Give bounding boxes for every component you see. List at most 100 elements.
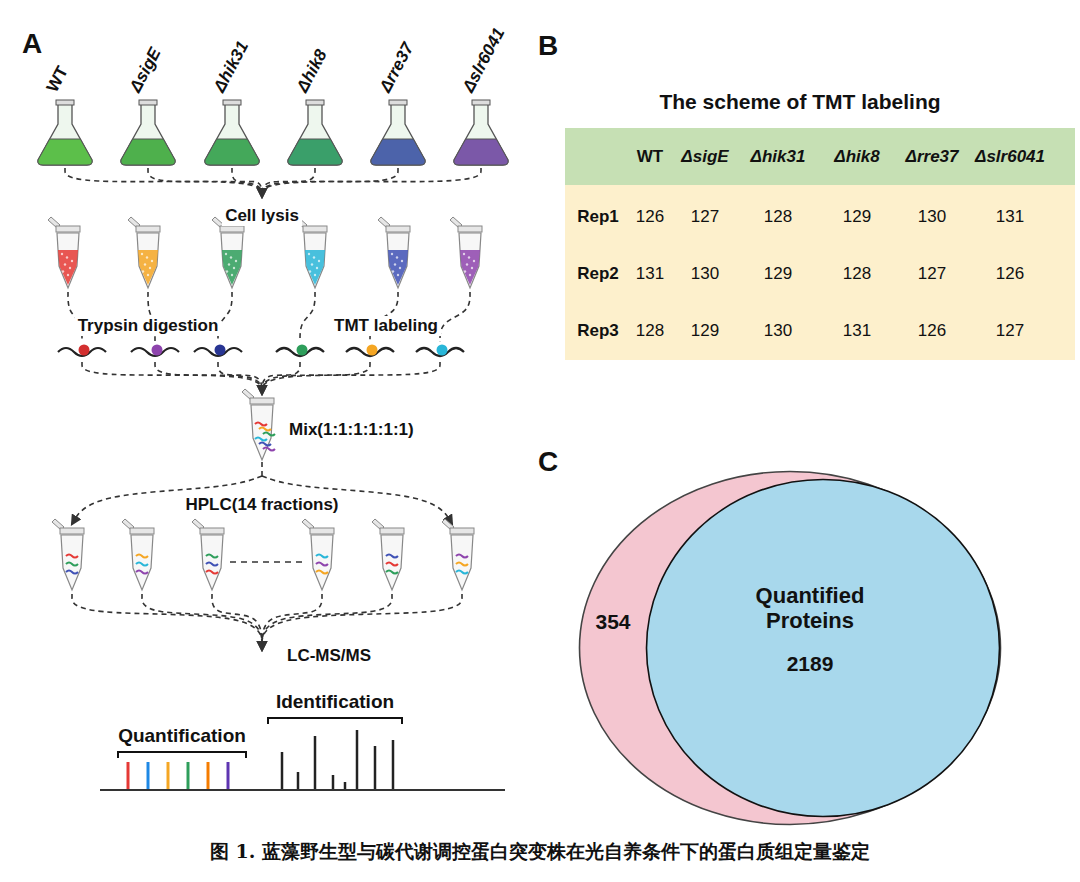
step-label: TMT labeling [331,316,441,336]
dashed-flow-line [262,594,462,650]
peptide-icon [416,345,464,357]
fraction-tube [372,519,404,590]
dashed-flow-line [262,168,481,197]
step-label: Mix(1:1:1:1:1:1) [286,420,417,440]
cell-text: Δhik31 [751,147,806,167]
figure-caption: 图 1. 蓝藻野生型与碳代谢调控蛋白突变株在光自养条件下的蛋白质组定量鉴定 [210,841,870,863]
dashed-flow-line [262,168,398,197]
flask-icon [454,100,508,165]
dashed-flow-line [261,462,263,476]
table-header-band: WT ΔsigE Δhik31 Δhik8 Δrre37 Δslr6041 [565,128,1075,185]
cell-text: 129 [843,207,871,227]
cell-text: WT [637,147,663,167]
cell-text: 130 [764,321,792,341]
bracket [118,752,246,758]
cell-text: Rep2 [577,264,619,284]
step-label: LC-MS/MS [284,646,374,666]
dashed-flow-line [72,594,262,650]
fraction-tube [302,519,334,590]
cell-text: Δhik8 [834,147,879,167]
lysate-tube [128,217,160,288]
cell-text: 127 [996,321,1024,341]
venn-outline [580,472,1001,825]
dashed-flow-line [65,168,262,197]
dashed-flow-line [300,292,315,342]
cell-text: Δrre37 [905,147,958,167]
cell-text: 129 [764,264,792,284]
cell-text: Quantified Proteins [725,583,895,634]
fraction-tube [442,519,474,590]
dashed-flow-line [218,362,262,394]
cell-text: 127 [918,264,946,284]
cell-text: 129 [691,321,719,341]
step-label: Trypsin digestion [75,316,222,336]
dashed-flow-line [262,594,322,650]
peptide-icon [58,345,106,357]
strain-label: Δrre37 [376,40,418,96]
cell-text: 126 [918,321,946,341]
cell-text: 128 [843,264,871,284]
strain-label: WT [43,63,73,96]
cell-text: 128 [636,321,664,341]
strain-label: Δhik8 [293,47,332,96]
cell-text: Rep3 [577,321,619,341]
dashed-flow-line [440,292,470,342]
cell-text: ΔsigE [681,147,728,167]
table-body-band: Rep1126127128129130131Rep213113012912812… [565,185,1075,360]
panel-letter: C [538,446,558,478]
lysate-tube [212,217,244,288]
venn-circle [645,478,1001,818]
spectrum-label: Quantification [118,725,246,747]
cell-text: 127 [691,207,719,227]
cell-text: 2189 [787,652,834,676]
cell-text: Rep1 [577,207,619,227]
dashed-flow-line [232,168,262,197]
cell-text: 126 [996,264,1024,284]
peptide-icon [194,345,242,357]
venn-quantified: Quantified Proteins 2189 [645,478,1001,818]
bracket [268,718,402,724]
step-label: Cell lysis [222,206,302,226]
cell-text: 131 [843,321,871,341]
dashed-flow-line [212,594,262,650]
lysate-tube [450,217,482,288]
lysate-tube [378,217,410,288]
panel-letter: B [538,30,558,62]
step-label: HPLC(14 fractions) [182,495,341,515]
dashed-flow-line [262,362,370,394]
dashed-flow-line [142,594,262,650]
venn-identified: 354Quantified Proteins2189 [578,470,1002,826]
strain-label: Δhik31 [210,38,253,96]
dashed-flow-line [148,168,262,197]
flask-icon [38,100,92,165]
fraction-tube [192,519,224,590]
panel-letter: A [22,28,42,60]
dashed-flow-line [262,362,440,394]
panel-title: The scheme of TMT labeling [659,90,940,114]
cell-text: 131 [636,264,664,284]
fraction-tube [52,519,84,590]
peptide-icon [131,345,179,357]
venn-outline [647,480,1000,817]
strain-label: ΔsigE [126,45,165,96]
cell-text: 126 [636,207,664,227]
peptide-icon [276,345,324,357]
strain-label: Δslr6041 [459,25,509,96]
cell-text: 128 [764,207,792,227]
cell-text: Δslr6041 [975,147,1045,167]
fraction-tube [122,519,154,590]
lysate-tube [48,217,80,288]
ellipsis-line [230,561,305,563]
mixed-tube [242,389,275,460]
peptide-icon [346,345,394,357]
lysate-tube [295,217,327,288]
cell-text: 131 [996,207,1024,227]
flask-icon [288,100,342,165]
dashed-flow-line [82,362,262,394]
spectrum-label: Identification [276,691,394,713]
flask-icon [121,100,175,165]
flask-icon [371,100,425,165]
cell-text: 130 [691,264,719,284]
